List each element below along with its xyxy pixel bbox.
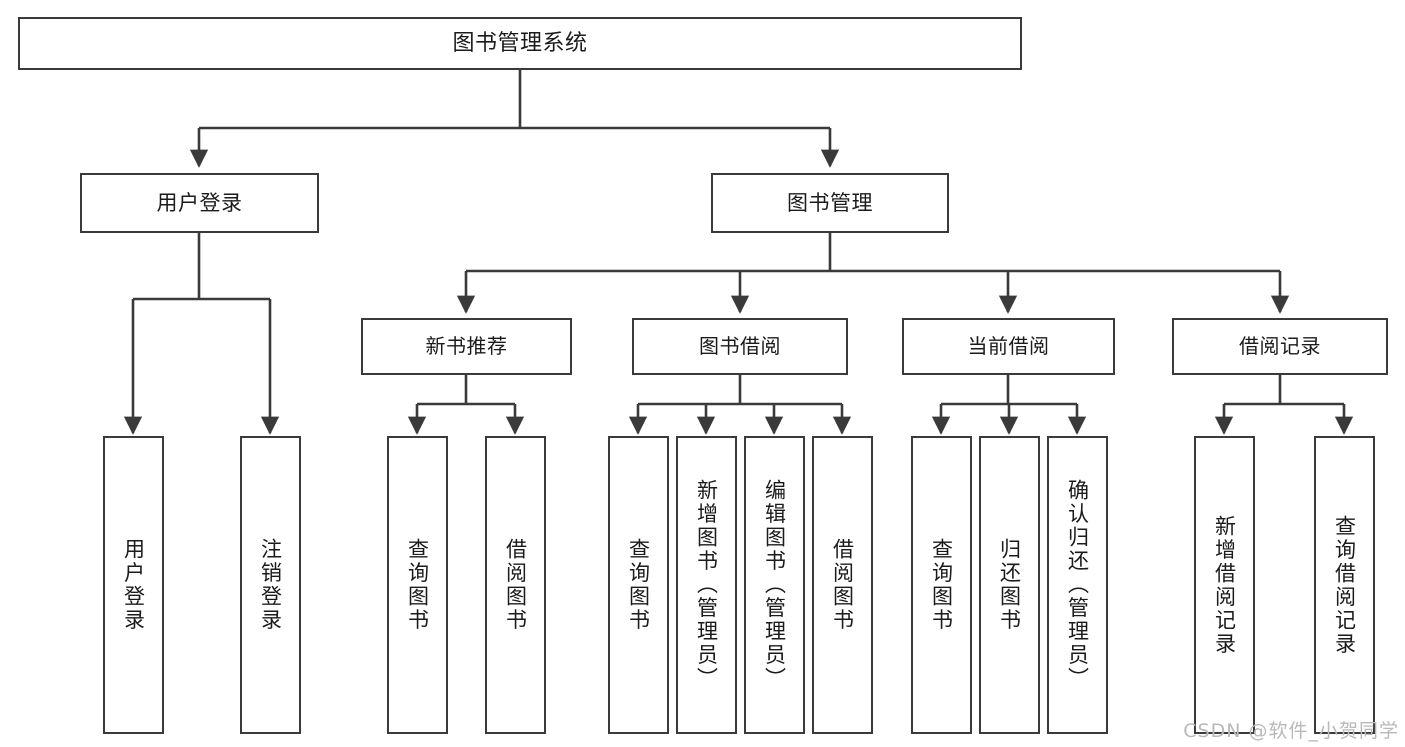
node-label: 用户登录 xyxy=(121,538,146,632)
node-leaf-query-book-2[interactable]: 查询图书 xyxy=(608,436,669,734)
node-borrow-record[interactable]: 借阅记录 xyxy=(1172,318,1388,375)
node-label: 图书管理 xyxy=(787,190,873,215)
node-leaf-borrow-book-2[interactable]: 借阅图书 xyxy=(812,436,873,734)
node-label: 新增借阅记录 xyxy=(1212,514,1237,656)
node-label: 当前借阅 xyxy=(967,334,1050,358)
node-label: 查询图书 xyxy=(929,538,954,632)
node-label: 用户登录 xyxy=(156,190,243,215)
node-root-system[interactable]: 图书管理系统 xyxy=(18,17,1022,70)
node-label: 查询借阅记录 xyxy=(1332,514,1357,656)
node-label: 借阅图书 xyxy=(503,538,528,632)
node-label: 图书借阅 xyxy=(699,334,781,358)
node-label: 图书管理系统 xyxy=(452,30,588,56)
node-label: 归还图书 xyxy=(997,538,1022,632)
node-leaf-edit-book[interactable]: 编辑图书（管理员） xyxy=(744,436,805,734)
node-leaf-query-record[interactable]: 查询借阅记录 xyxy=(1314,436,1375,734)
node-label: 新书推荐 xyxy=(425,334,508,358)
node-leaf-user-login[interactable]: 用户登录 xyxy=(103,436,164,734)
node-label: 确认归还（管理员） xyxy=(1065,479,1090,691)
node-leaf-confirm-return[interactable]: 确认归还（管理员） xyxy=(1047,436,1108,734)
node-book-borrow[interactable]: 图书借阅 xyxy=(632,318,848,375)
node-leaf-borrow-book-1[interactable]: 借阅图书 xyxy=(485,436,546,734)
node-book-management[interactable]: 图书管理 xyxy=(711,173,949,233)
node-leaf-return-book[interactable]: 归还图书 xyxy=(979,436,1040,734)
node-current-borrow[interactable]: 当前借阅 xyxy=(902,318,1115,375)
node-label: 查询图书 xyxy=(405,538,430,632)
node-leaf-logout-login[interactable]: 注销登录 xyxy=(240,436,301,734)
node-leaf-query-book-3[interactable]: 查询图书 xyxy=(911,436,972,734)
node-user-login[interactable]: 用户登录 xyxy=(80,173,319,233)
node-new-book-recommend[interactable]: 新书推荐 xyxy=(361,318,572,375)
node-label: 查询图书 xyxy=(626,538,651,632)
node-leaf-add-record[interactable]: 新增借阅记录 xyxy=(1194,436,1255,734)
node-label: 借阅图书 xyxy=(830,538,855,632)
node-label: 编辑图书（管理员） xyxy=(762,479,787,691)
node-label: 借阅记录 xyxy=(1239,334,1321,358)
node-leaf-add-book[interactable]: 新增图书（管理员） xyxy=(676,436,737,734)
node-label: 注销登录 xyxy=(258,538,283,632)
node-leaf-query-book-1[interactable]: 查询图书 xyxy=(387,436,448,734)
node-label: 新增图书（管理员） xyxy=(694,479,719,691)
watermark-text: CSDN @软件_小贺同学 xyxy=(1183,720,1399,742)
